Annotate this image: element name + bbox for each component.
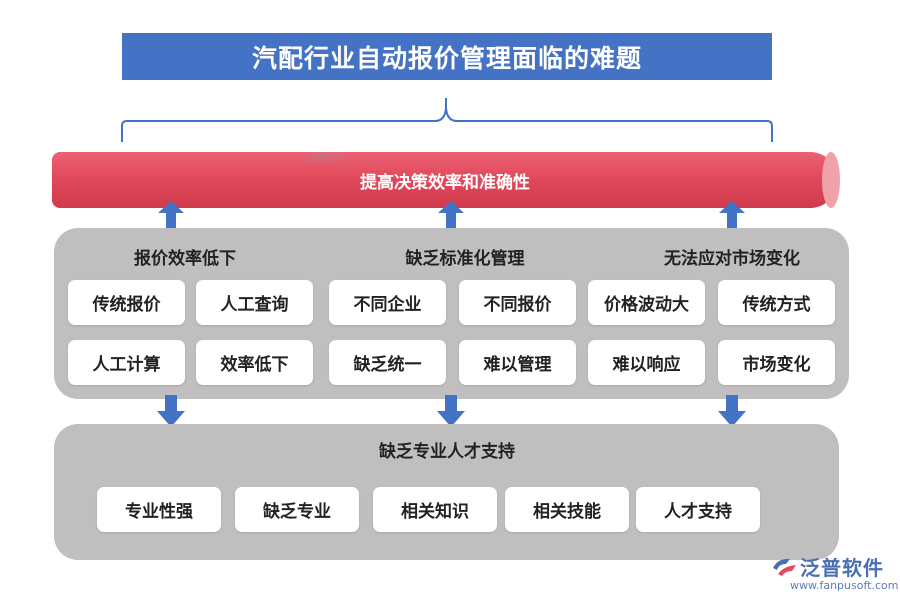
card-manual-query: 人工查询 bbox=[196, 280, 313, 325]
down-arrow-middle bbox=[437, 395, 465, 427]
card-traditional-quote: 传统报价 bbox=[68, 280, 185, 325]
card-talent-support: 人才支持 bbox=[636, 487, 760, 532]
talent-panel-title: 缺乏专业人才支持 bbox=[379, 442, 515, 462]
group-title-market-change: 无法应对市场变化 bbox=[664, 249, 800, 269]
card-lack-expertise: 缺乏专业 bbox=[235, 487, 359, 532]
card-different-companies: 不同企业 bbox=[329, 280, 446, 325]
card-low-efficiency: 效率低下 bbox=[196, 340, 313, 385]
group-title-quote-efficiency: 报价效率低下 bbox=[134, 249, 236, 269]
card-different-quotes: 不同报价 bbox=[459, 280, 576, 325]
card-related-knowledge: 相关知识 bbox=[373, 487, 497, 532]
card-related-skills: 相关技能 bbox=[505, 487, 629, 532]
brace-connector bbox=[121, 98, 773, 142]
brand-name: 泛普软件 bbox=[800, 556, 884, 580]
goal-bar: 提高决策效率和准确性 bbox=[52, 152, 838, 208]
card-manual-calculation: 人工计算 bbox=[68, 340, 185, 385]
watermark-text: 泛普软件 bbox=[307, 154, 344, 164]
card-hard-to-respond: 难以响应 bbox=[588, 340, 705, 385]
diagram-title: 汽配行业自动报价管理面临的难题 bbox=[122, 33, 772, 80]
brand-logo: 泛普软件 www.fanpusoft.com bbox=[770, 552, 898, 598]
card-hard-to-manage: 难以管理 bbox=[459, 340, 576, 385]
down-arrow-right bbox=[718, 395, 746, 427]
card-market-change: 市场变化 bbox=[718, 340, 835, 385]
group-title-standardization: 缺乏标准化管理 bbox=[405, 249, 525, 269]
goal-bar-label: 提高决策效率和准确性 bbox=[360, 172, 530, 193]
fanpu-logo-icon bbox=[773, 558, 796, 576]
brand-url: www.fanpusoft.com bbox=[790, 579, 899, 592]
card-traditional-method: 传统方式 bbox=[718, 280, 835, 325]
card-price-volatility: 价格波动大 bbox=[588, 280, 705, 325]
problems-panel bbox=[54, 228, 849, 399]
card-highly-specialized: 专业性强 bbox=[97, 487, 221, 532]
card-lack-uniformity: 缺乏统一 bbox=[329, 340, 446, 385]
goal-bar-cap bbox=[822, 152, 840, 208]
down-arrow-left bbox=[157, 395, 185, 427]
